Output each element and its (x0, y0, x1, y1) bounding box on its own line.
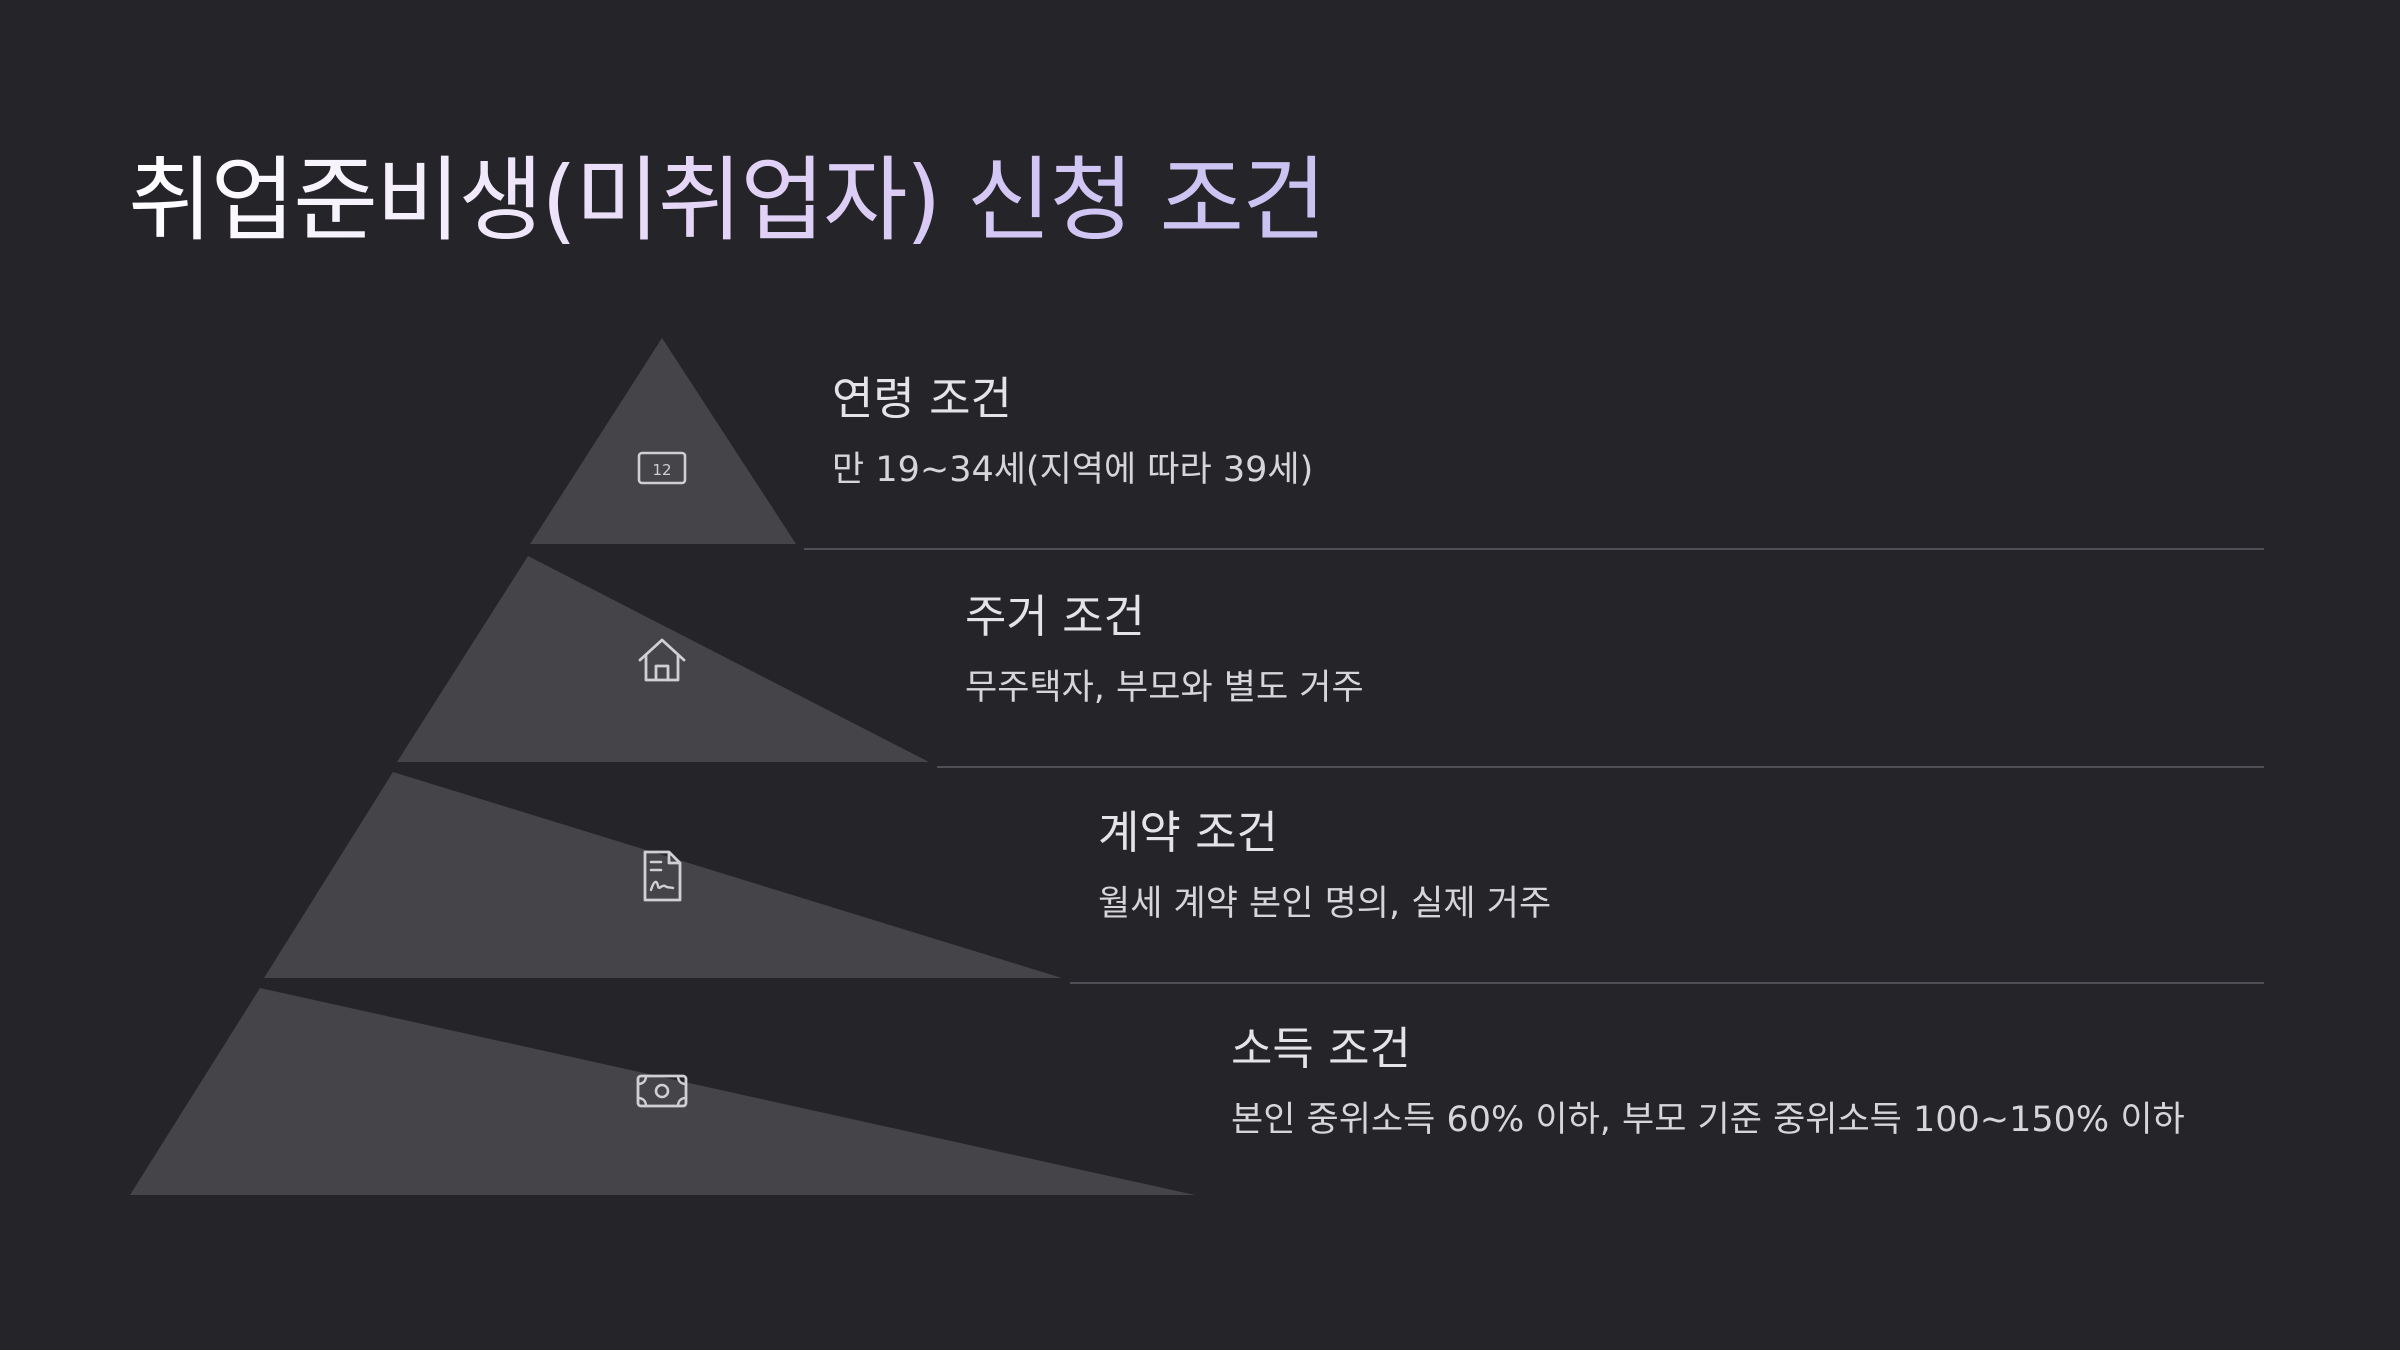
divider (804, 548, 2264, 550)
tier-description: 만 19~34세(지역에 따라 39세) (832, 450, 1314, 490)
tier-description: 월세 계약 본인 명의, 실제 거주 (1098, 884, 1552, 924)
calendar-icon-text: 12 (652, 461, 671, 479)
tier-income: 소득 조건 본인 중위소득 60% 이하, 부모 기준 중위소득 100~150… (1231, 1026, 2185, 1138)
document-signature-icon (632, 846, 692, 906)
tier-age: 연령 조건 만 19~34세(지역에 따라 39세) (832, 376, 1313, 488)
page-title: 취업준비생(미취업자) 신청 조건 (128, 147, 1327, 254)
tier-description: 무주택자, 부모와 별도 거주 (965, 668, 1364, 708)
tier-heading: 소득 조건 (1231, 1022, 1411, 1075)
tier-heading: 주거 조건 (965, 590, 1145, 643)
pyramid-tier-2 (397, 556, 929, 762)
tier-housing: 주거 조건 무주택자, 부모와 별도 거주 (965, 594, 1364, 706)
tier-heading: 계약 조건 (1098, 806, 1278, 859)
divider (937, 766, 2264, 768)
pyramid-tier-3 (264, 772, 1062, 978)
divider (1070, 982, 2264, 984)
pyramid-tier-1 (530, 338, 796, 544)
pyramid-tier-4 (130, 988, 1195, 1195)
banknote-icon (632, 1061, 692, 1121)
tier-contract: 계약 조건 월세 계약 본인 명의, 실제 거주 (1098, 810, 1551, 922)
tier-heading: 연령 조건 (832, 372, 1012, 425)
calendar-icon: 12 (632, 438, 692, 498)
tier-description: 본인 중위소득 60% 이하, 부모 기준 중위소득 100~150% 이하 (1231, 1100, 2185, 1140)
house-icon (632, 630, 692, 690)
